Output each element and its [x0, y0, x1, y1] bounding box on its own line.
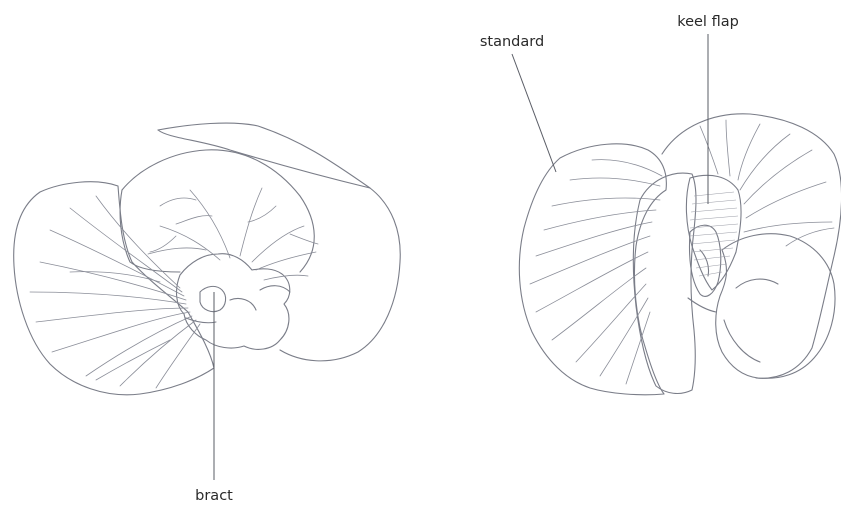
keel-flap-label: keel flap	[677, 14, 739, 30]
left-flower-drawing	[14, 123, 401, 395]
bract-label: bract	[195, 488, 233, 504]
right-flower-drawing	[519, 114, 841, 395]
standard-leader-line	[512, 54, 556, 172]
standard-label: standard	[480, 34, 544, 50]
